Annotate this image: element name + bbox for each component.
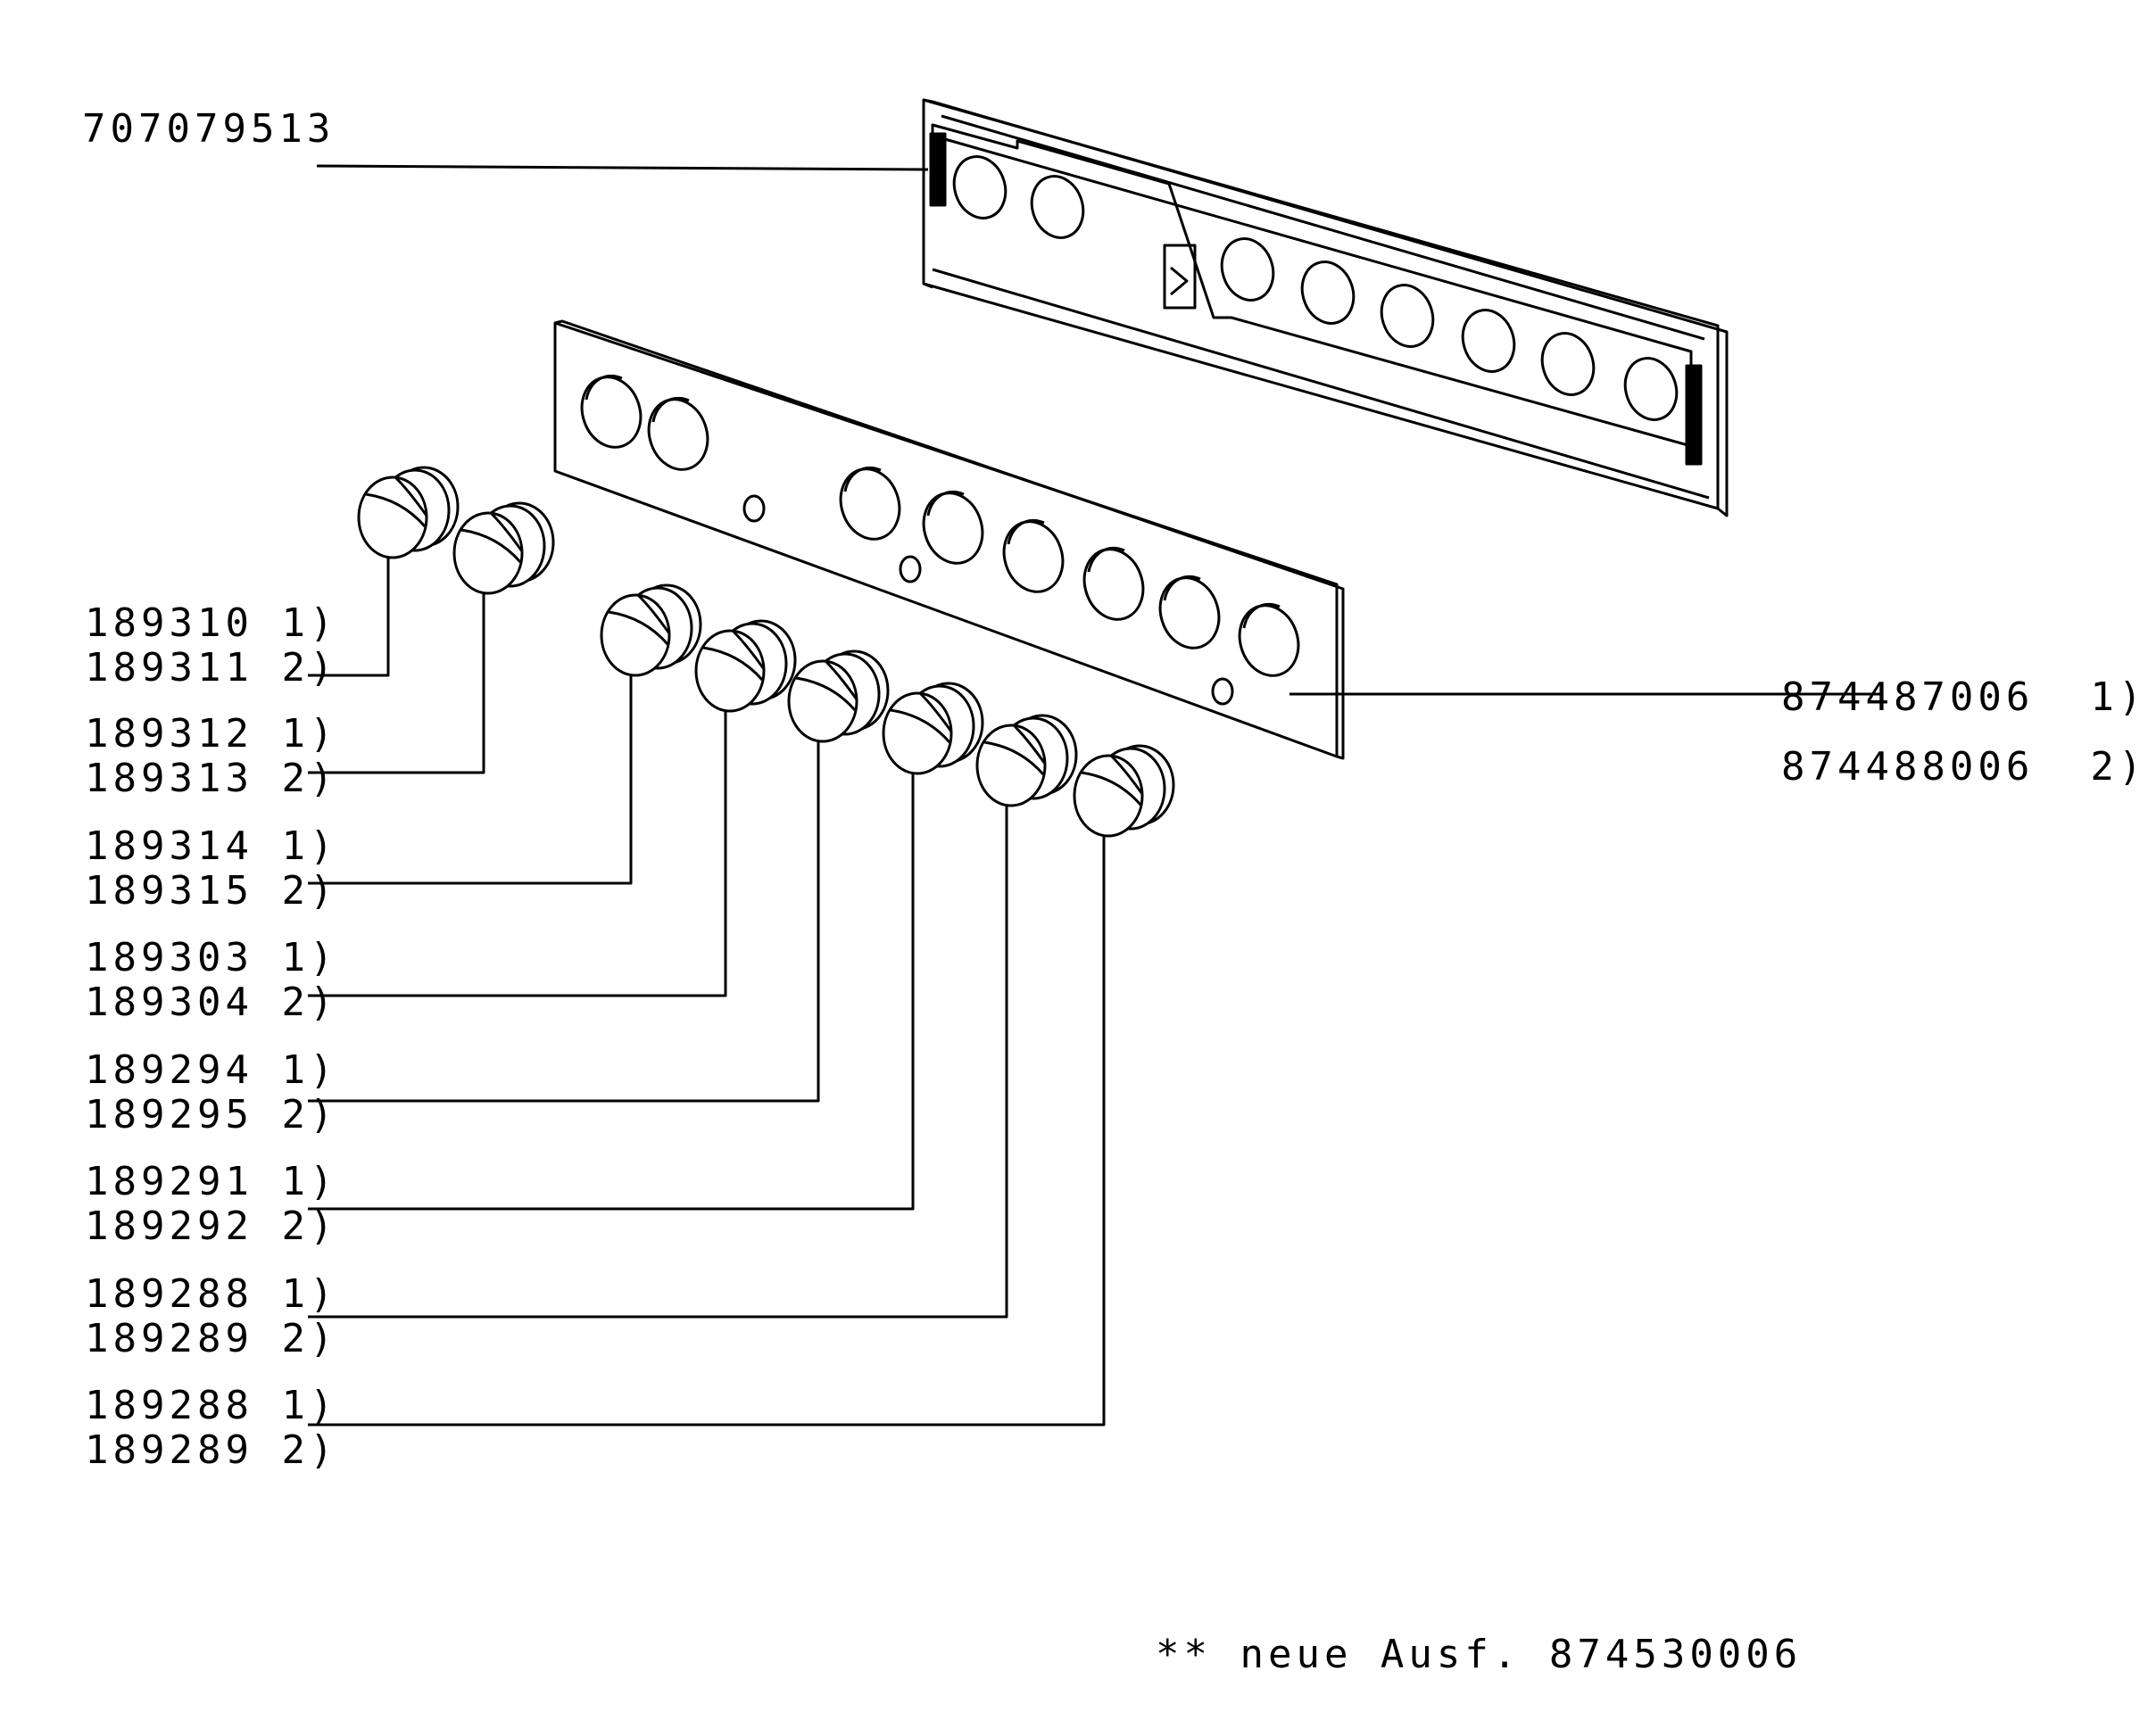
knob-part-number: 189294 1) xyxy=(85,1048,337,1093)
control-knob xyxy=(357,466,460,559)
knob-number: 189288 xyxy=(85,1383,253,1428)
rear-hole xyxy=(1030,175,1085,239)
front-small-hole xyxy=(742,494,766,523)
knob-number: 189304 xyxy=(85,980,253,1025)
control-knob xyxy=(1073,744,1175,838)
knob-variant: 1) xyxy=(281,935,338,980)
rear-hole xyxy=(1540,332,1596,396)
knob-part-number: 189311 2) xyxy=(85,646,337,691)
knob-part-number: 189291 1) xyxy=(85,1160,337,1204)
front-hole xyxy=(1002,518,1065,593)
knob-variant: 1) xyxy=(281,600,338,646)
knob-part-number: 189310 1) xyxy=(85,601,337,646)
rear-hole xyxy=(1300,261,1356,325)
knob-part-number: 189304 2) xyxy=(85,980,337,1025)
knob-number: 189294 xyxy=(85,1047,253,1093)
control-knob xyxy=(452,501,555,595)
control-knob xyxy=(975,714,1078,807)
front-hole xyxy=(1158,575,1221,649)
knob-variant: 2) xyxy=(281,1092,338,1137)
knob-number: 189312 xyxy=(85,711,253,757)
knob-leader-line xyxy=(308,675,633,885)
knob-number: 189292 xyxy=(85,1203,253,1249)
knob-part-number: 189315 2) xyxy=(85,869,337,914)
front-fascia-panel xyxy=(553,319,1345,760)
knob-number: 189291 xyxy=(85,1159,253,1204)
part-number-top-frame: 707079513 xyxy=(82,106,336,152)
knob-leader-line xyxy=(308,836,1106,1427)
knob-variant: 2) xyxy=(281,1427,338,1473)
knob-number: 189310 xyxy=(85,600,253,646)
knob-variant: 2) xyxy=(281,645,338,691)
knob-number: 189314 xyxy=(85,823,253,869)
knob-part-number: 189313 2) xyxy=(85,757,337,801)
knob-leader-line xyxy=(308,711,727,997)
front-hole xyxy=(580,374,643,449)
front-hole xyxy=(839,466,901,541)
knob-leader-line xyxy=(308,806,1008,1319)
front-hole xyxy=(1238,602,1300,677)
knob-number: 189311 xyxy=(85,645,253,691)
knob-leader-line xyxy=(308,741,820,1103)
knob-variant: 2) xyxy=(281,868,338,914)
control-knob xyxy=(694,619,797,713)
knob-number: 189315 xyxy=(85,868,253,914)
knob-number: 189303 xyxy=(85,935,253,980)
rear-frame-holes xyxy=(952,155,1679,421)
knob-part-number: 189288 1) xyxy=(85,1384,337,1428)
front-small-hole xyxy=(1211,677,1234,706)
rear-frame-part xyxy=(922,98,1729,517)
front-hole xyxy=(647,396,709,471)
leader-lines xyxy=(308,164,1883,1427)
knob-leader-line xyxy=(308,773,915,1211)
front-hole xyxy=(1082,546,1145,621)
knob-set xyxy=(357,466,1175,838)
knob-part-number: 189288 1) xyxy=(85,1272,337,1317)
knob-variant: 1) xyxy=(281,823,338,869)
control-knob xyxy=(787,649,890,743)
knob-number: 189289 xyxy=(85,1427,253,1473)
knob-variant: 1) xyxy=(281,711,338,757)
knob-part-number: 189314 1) xyxy=(85,824,337,869)
knob-leader-line xyxy=(308,558,390,677)
knob-number: 189288 xyxy=(85,1271,253,1317)
knob-number: 189295 xyxy=(85,1092,253,1137)
control-knob xyxy=(600,583,702,677)
knob-variant: 1) xyxy=(281,1047,338,1093)
rear-hole xyxy=(1461,309,1516,373)
knob-part-number: 189289 2) xyxy=(85,1428,337,1473)
front-hole xyxy=(922,490,984,565)
front-panel-variant-2: 2) xyxy=(2090,744,2147,790)
knob-variant: 1) xyxy=(281,1271,338,1317)
front-small-hole xyxy=(899,555,922,583)
control-knob xyxy=(882,682,984,775)
front-panel-number-2: 874488006 xyxy=(1780,744,2035,790)
rear-hole xyxy=(952,155,1008,219)
knob-part-number: 189312 1) xyxy=(85,712,337,757)
front-panel-number-1: 874487006 xyxy=(1780,674,2035,720)
knob-number: 189289 xyxy=(85,1316,253,1361)
knob-leader-line xyxy=(308,593,485,774)
rear-hole xyxy=(1623,357,1679,421)
knob-part-number: 189303 1) xyxy=(85,936,337,980)
rear-hole xyxy=(1380,284,1435,348)
rear-hole xyxy=(1220,237,1275,302)
part-number-front-panel-2: 874488006 2) ** xyxy=(1725,700,2156,790)
front-panel-variant-1: 1) xyxy=(2090,674,2147,720)
knob-variant: 1) xyxy=(281,1383,338,1428)
knob-part-number: 189289 2) xyxy=(85,1317,337,1361)
knob-part-number: 189292 2) xyxy=(85,1204,337,1249)
knob-variant: 2) xyxy=(281,1203,338,1249)
knob-number: 189313 xyxy=(85,756,253,801)
knob-variant: 2) xyxy=(281,980,338,1025)
part-number-front-panel-1: 874487006 1) xyxy=(1725,631,2146,720)
knob-variant: 2) xyxy=(281,756,338,801)
knob-variant: 2) xyxy=(281,1316,338,1361)
knob-part-number: 189295 2) xyxy=(85,1093,337,1137)
footnote: ** neue Ausf. 874530006 xyxy=(1156,1632,1803,1677)
knob-variant: 1) xyxy=(281,1159,338,1204)
front-panel-holes xyxy=(580,374,1300,706)
